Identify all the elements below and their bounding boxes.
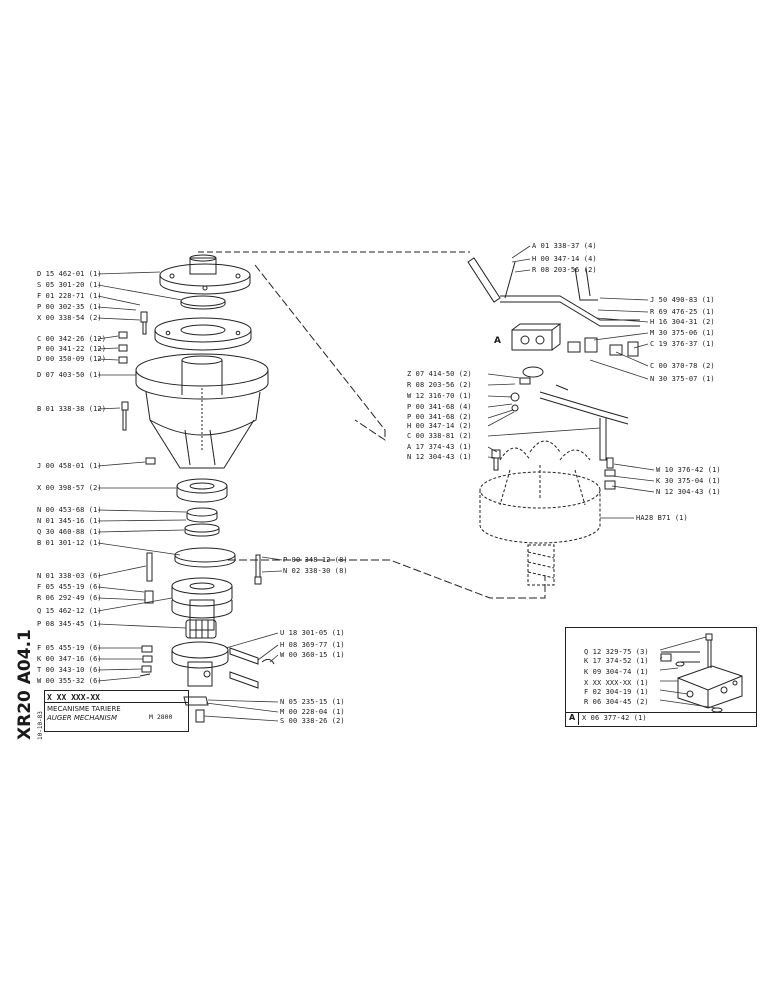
part-label: N 01 345-16 (1) <box>37 517 102 525</box>
part-label: P 00 341-68 (2) <box>407 413 472 421</box>
inset-marker: A <box>569 713 576 722</box>
part-label: K 30 375-04 (1) <box>656 477 721 485</box>
view-marker: A <box>494 336 501 346</box>
part-label: U 18 301-05 (1) <box>280 629 345 637</box>
part-label: H 00 347-14 (4) <box>532 255 597 263</box>
part-label: X XX XXX-XX (1) <box>584 679 649 687</box>
right-leaders <box>487 245 655 519</box>
part-label: F 02 304-19 (1) <box>584 688 649 696</box>
auger-motor <box>479 440 601 586</box>
part-label: S 05 301-20 (1) <box>37 281 102 289</box>
part-label: N 00 453-68 (1) <box>37 506 102 514</box>
part-label: W 12 316-70 (1) <box>407 392 472 400</box>
part-label: H 00 347-14 (2) <box>407 422 472 430</box>
part-label: W 00 355-32 (6) <box>37 677 102 685</box>
middle-flange <box>154 317 252 351</box>
part-label: P 00 348-12 (8) <box>283 556 348 564</box>
part-label: R 08 203-56 (2) <box>407 381 472 389</box>
part-label: F 05 455-19 (6) <box>37 644 102 652</box>
title-french: MECANISME TARIERE <box>47 705 121 713</box>
part-label: K 00 347-16 (6) <box>37 655 102 663</box>
part-label: T 00 343-10 (6) <box>37 666 102 674</box>
center-leaders <box>203 556 283 722</box>
part-label: N 02 338-30 (8) <box>283 567 348 575</box>
part-label: HA28 B71 (1) <box>636 514 688 522</box>
inset-leaders <box>659 636 717 709</box>
part-label: P 00 341-22 (12) <box>37 345 107 353</box>
housing <box>135 353 269 469</box>
sheet-code: XR20 A04.1 <box>15 629 35 740</box>
part-label: K 09 304-74 (1) <box>584 668 649 676</box>
title-block: X XX XXX-XX MECANISME TARIERE AUGER MECH… <box>44 690 189 732</box>
part-label: Q 12 329-75 (3) <box>584 648 649 656</box>
part-label: N 12 304-43 (1) <box>407 453 472 461</box>
part-label: M 30 375-06 (1) <box>650 329 715 337</box>
model-number: M 2800 <box>149 713 173 721</box>
top-flange <box>159 254 251 295</box>
inset-footer-part: X 06 377-42 (1) <box>582 714 647 722</box>
part-label: H 08 369-77 (1) <box>280 641 345 649</box>
part-label: N 01 338-03 (6) <box>37 572 102 580</box>
sheet-code-block: XR20 A04.1 10-10-83 <box>13 600 45 740</box>
part-label: Q 30 460-88 (1) <box>37 528 102 536</box>
left-leaders <box>97 271 187 682</box>
right-fittings <box>491 449 616 490</box>
part-label: J 50 490-83 (1) <box>650 296 715 304</box>
gear <box>185 619 217 639</box>
output-hub <box>171 641 229 723</box>
part-label: J 00 458-01 (1) <box>37 462 102 470</box>
part-label: F 01 228-71 (1) <box>37 292 102 300</box>
studs <box>144 552 262 604</box>
part-label: D 00 350-09 (12) <box>37 355 107 363</box>
part-label: B 01 301-12 (1) <box>37 539 102 547</box>
part-label: X 00 398-57 (2) <box>37 484 102 492</box>
part-label: C 00 370-78 (2) <box>650 362 715 370</box>
part-label: B 01 338-38 (12) <box>37 405 107 413</box>
title-english: AUGER MECHANISM <box>47 714 118 722</box>
part-label: C 00 342-26 (12) <box>37 335 107 343</box>
part-label: M 00 228-04 (1) <box>280 708 345 716</box>
part-label: R 69 476-25 (1) <box>650 308 715 316</box>
part-label: X 00 338-54 (2) <box>37 314 102 322</box>
part-label: R 06 304-45 (2) <box>584 698 649 706</box>
part-label: K 17 374-52 (1) <box>584 657 649 665</box>
part-label: Z 07 414-50 (2) <box>407 370 472 378</box>
part-label: R 06 292-49 (6) <box>37 594 102 602</box>
bearing-stack <box>174 478 236 568</box>
part-label: P 00 341-68 (4) <box>407 403 472 411</box>
part-label: N 05 235-15 (1) <box>280 698 345 706</box>
seal-plate <box>180 295 226 310</box>
part-label: N 12 304-43 (1) <box>656 488 721 496</box>
title-code: X XX XXX-XX <box>47 693 100 702</box>
part-label: S 00 338-26 (2) <box>280 717 345 725</box>
part-label: A 01 338-37 (4) <box>532 242 597 250</box>
part-label: W 10 376-42 (1) <box>656 466 721 474</box>
part-label: D 07 403-50 (1) <box>37 371 102 379</box>
pins <box>139 645 275 689</box>
part-label: P 08 345-45 (1) <box>37 620 102 628</box>
part-label: D 15 462-01 (1) <box>37 270 102 278</box>
part-label: F 05 455-19 (6) <box>37 583 102 591</box>
part-label: C 00 338-81 (2) <box>407 432 472 440</box>
part-label: R 08 203-56 (2) <box>532 266 597 274</box>
part-label: P 00 302-35 (1) <box>37 303 102 311</box>
lower-flange <box>171 577 233 631</box>
sheet-date: 10-10-83 <box>37 711 44 740</box>
part-label: W 00 360-15 (1) <box>280 651 345 659</box>
part-label: Q 15 462-12 (1) <box>37 607 102 615</box>
valve-assembly <box>467 257 640 461</box>
inset-view-a: Q 12 329-75 (3) K 17 374-52 (1) K 09 304… <box>565 627 757 727</box>
part-label: H 16 304-31 (2) <box>650 318 715 326</box>
part-label: N 30 375-07 (1) <box>650 375 715 383</box>
part-label: C 19 376-37 (1) <box>650 340 715 348</box>
bolts-left <box>118 311 156 465</box>
part-label: A 17 374-43 (1) <box>407 443 472 451</box>
